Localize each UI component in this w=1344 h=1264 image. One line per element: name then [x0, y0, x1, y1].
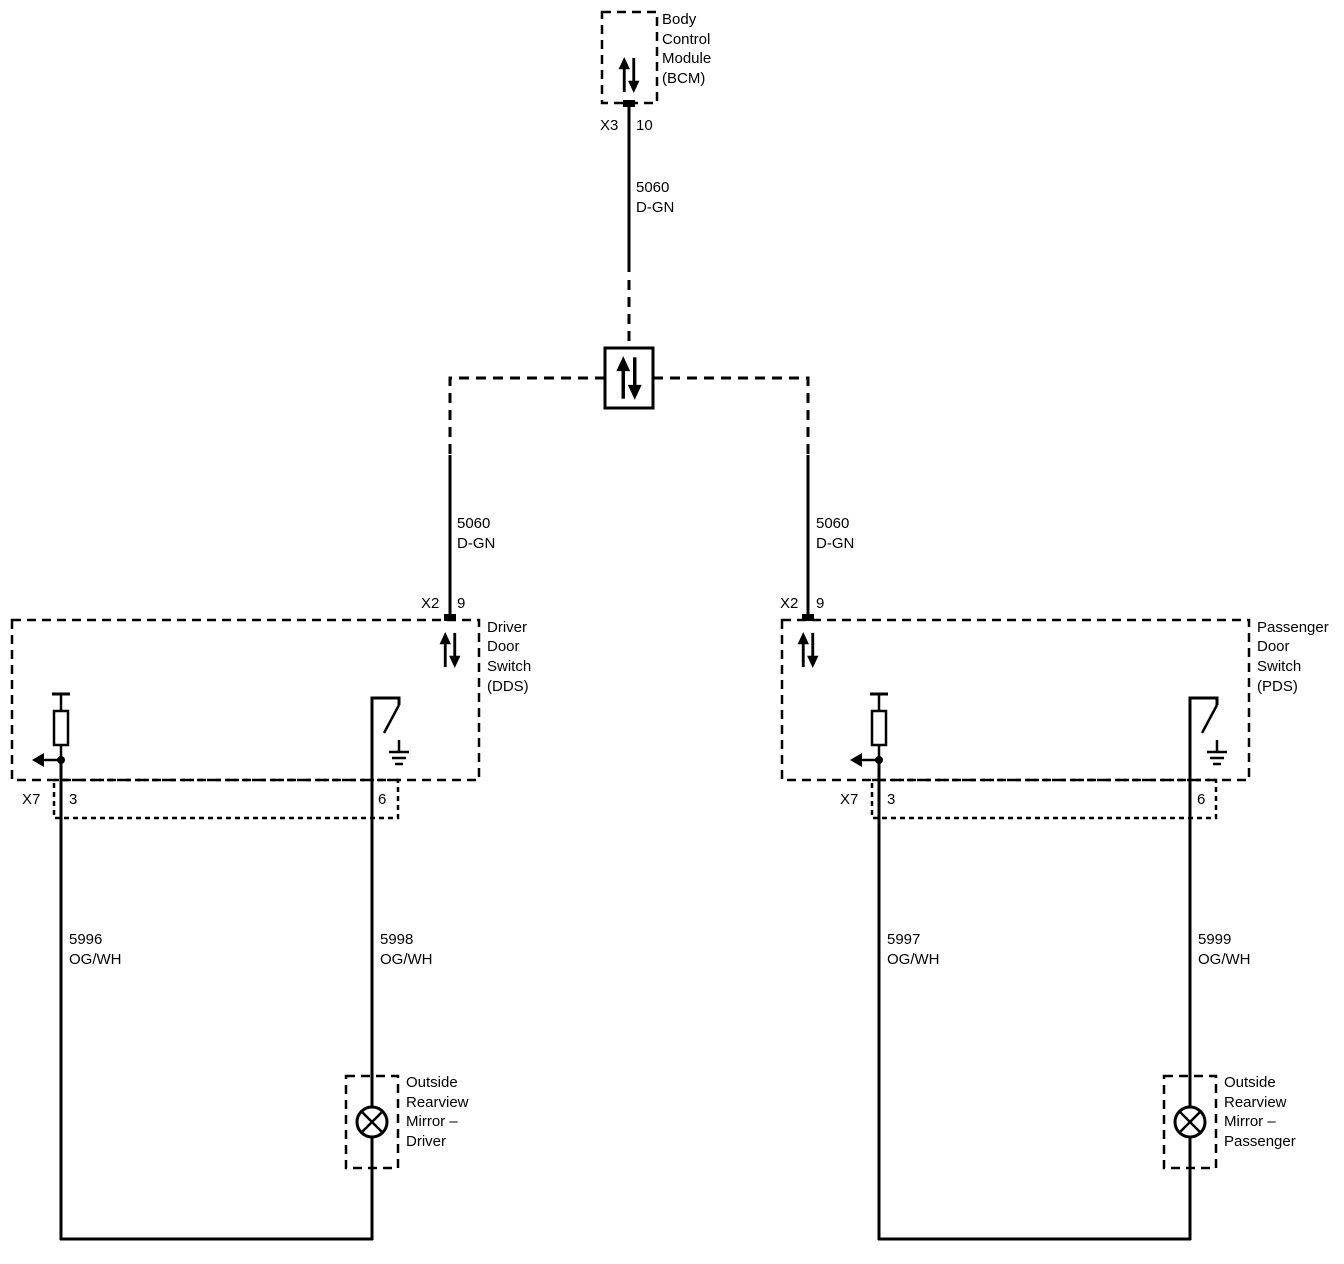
driver-upper-terminal: [444, 614, 456, 621]
driver-wire-circuit: 5060: [457, 515, 490, 532]
dds-switch-ground-icon: [370, 696, 409, 790]
driver-side: 5060 D-GN X2 9 Driver Door Switch (DDS): [10, 455, 531, 1241]
bcm-label-line: (BCM): [662, 70, 705, 87]
pds-label-line: Switch: [1257, 658, 1301, 675]
driver-door-switch-box: [10, 618, 481, 782]
bcm-label-line: Module: [662, 50, 711, 67]
pds-switch-ground-icon: [1188, 696, 1227, 790]
passenger-mirror-label-line: Passenger: [1224, 1133, 1296, 1150]
pds-label-line: (PDS): [1257, 678, 1298, 695]
bcm-pin: 10: [636, 117, 653, 134]
passenger-wire-left-circuit: 5997: [887, 931, 920, 948]
driver-mirror-label-line: Rearview: [406, 1094, 469, 1111]
passenger-mirror-lamp-icon: [1173, 1105, 1207, 1139]
bcm-terminal: [623, 100, 635, 107]
passenger-door-switch-box: [780, 618, 1251, 782]
passenger-wire-left-color: OG/WH: [887, 951, 940, 968]
pds-serial-data-icon: [796, 630, 820, 670]
dds-serial-data-icon: [438, 630, 462, 670]
driver-pin-left: 3: [69, 791, 77, 808]
passenger-lower-connector: X7: [840, 791, 858, 808]
driver-lower-connector: X7: [22, 791, 40, 808]
driver-pin-right: 6: [378, 791, 386, 808]
wire-top-circuit: 5060: [636, 179, 669, 196]
driver-wire-right-circuit: 5998: [380, 931, 413, 948]
passenger-mirror-label-line: Rearview: [1224, 1094, 1287, 1111]
passenger-wire-right-circuit: 5999: [1198, 931, 1231, 948]
passenger-wire-right-color: OG/WH: [1198, 951, 1251, 968]
bcm-module: Body Control Module (BCM) X3 10: [600, 10, 711, 134]
wire-top-color: D-GN: [636, 199, 674, 216]
branch-driver-dashed: [448, 376, 605, 455]
driver-mirror-label-line: Mirror –: [406, 1113, 458, 1130]
branch-passenger-dashed: [653, 376, 810, 455]
passenger-mirror-label-line: Mirror –: [1224, 1113, 1276, 1130]
dds-label-line: Door: [487, 638, 520, 655]
pds-output-driver-icon: [850, 692, 888, 767]
pds-label-line: Passenger: [1257, 619, 1329, 636]
bcm-label-line: Control: [662, 31, 710, 48]
passenger-wire-color: D-GN: [816, 535, 854, 552]
passenger-upper-connector: X2: [780, 595, 798, 612]
passenger-mirror-label-line: Outside: [1224, 1074, 1276, 1091]
pds-label-line: Door: [1257, 638, 1290, 655]
driver-mirror-lamp-icon: [355, 1105, 389, 1139]
driver-upper-pin: 9: [457, 595, 465, 612]
dds-label-line: (DDS): [487, 678, 529, 695]
passenger-x7-connector-box: [870, 778, 1218, 820]
serial-data-splice-box: [603, 346, 655, 410]
bcm-label-line: Body: [662, 11, 697, 28]
passenger-upper-terminal: [802, 614, 814, 621]
passenger-mirror-box: [1162, 1074, 1218, 1170]
driver-mirror-label-line: Driver: [406, 1133, 446, 1150]
bcm-box: [600, 10, 659, 105]
driver-wire-left-color: OG/WH: [69, 951, 122, 968]
driver-x7-connector-box: [52, 778, 400, 820]
passenger-side: 5060 D-GN X2 9 Passenger Door Switch (PD…: [780, 455, 1329, 1241]
dds-label-line: Driver: [487, 619, 527, 636]
passenger-pin-right: 6: [1197, 791, 1205, 808]
driver-mirror-box: [344, 1074, 400, 1170]
driver-wire-color: D-GN: [457, 535, 495, 552]
driver-upper-connector: X2: [421, 595, 439, 612]
dds-label-line: Switch: [487, 658, 531, 675]
bcm-serial-data-icon: [617, 55, 641, 95]
passenger-wire-circuit: 5060: [816, 515, 849, 532]
passenger-upper-pin: 9: [816, 595, 824, 612]
passenger-pin-left: 3: [887, 791, 895, 808]
driver-wire-right-color: OG/WH: [380, 951, 433, 968]
dds-output-driver-icon: [32, 692, 70, 767]
driver-mirror-label-line: Outside: [406, 1074, 458, 1091]
bcm-connector: X3: [600, 117, 618, 134]
driver-wire-left-circuit: 5996: [69, 931, 102, 948]
